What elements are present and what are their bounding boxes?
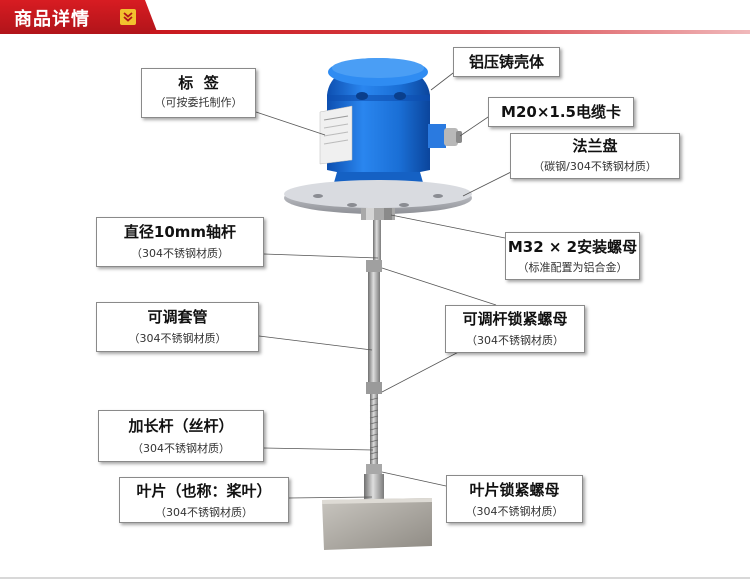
label-tag-sub: （可按委托制作） (154, 96, 243, 109)
label-mounting-nut-sub: （标准配置为铝合金） (517, 261, 628, 274)
label-sleeve: 可调套管 （304不锈钢材质） (96, 302, 259, 352)
label-tag: 标 签 （可按委托制作） (141, 68, 256, 118)
header-title: 商品详情 (14, 9, 90, 30)
label-housing: 铝压铸壳体 (453, 47, 560, 77)
label-blade-nut-sub: （304不锈钢材质） (465, 505, 564, 518)
label-shaft-title: 直径10mm轴杆 (123, 223, 237, 241)
label-flange-title: 法兰盘 (572, 137, 618, 155)
threaded-rod (369, 394, 379, 464)
shaft-10mm (373, 220, 381, 260)
label-flange-sub: （碳钢/304不锈钢材质） (533, 160, 657, 173)
flange-plate (284, 180, 472, 214)
label-extension-rod-sub: （304不锈钢材质） (132, 442, 230, 455)
section-header: 商品详情 (0, 0, 750, 34)
label-blade-sub: （304不锈钢材质） (155, 506, 253, 519)
leader-lines (255, 59, 516, 499)
label-tag-title: 标 签 (178, 74, 219, 92)
label-lock-nut-title: 可调杆锁紧螺母 (462, 310, 568, 328)
label-blade-nut-title: 叶片锁紧螺母 (469, 481, 560, 499)
label-lock-nut-sub: （304不锈钢材质） (466, 334, 564, 347)
label-extension-rod: 加长杆（丝杆） （304不锈钢材质） (98, 410, 264, 462)
label-sleeve-sub: （304不锈钢材质） (128, 332, 227, 345)
label-mounting-nut-title: M32 × 2安装螺母 (507, 238, 638, 256)
paddle-blade (322, 498, 432, 550)
label-housing-title: 铝压铸壳体 (468, 53, 544, 71)
label-cable-gland: M20×1.5电缆卡 (488, 97, 634, 127)
label-shaft: 直径10mm轴杆 （304不锈钢材质） (96, 217, 264, 267)
nameplate-label (319, 105, 353, 165)
double-chevron-down-icon (120, 9, 136, 25)
label-lock-nut: 可调杆锁紧螺母 （304不锈钢材质） (445, 305, 585, 353)
bottom-divider (0, 577, 750, 579)
label-flange: 法兰盘 （碳钢/304不锈钢材质） (510, 133, 680, 179)
aluminium-housing (327, 58, 430, 186)
label-mounting-nut: M32 × 2安装螺母 （标准配置为铝合金） (505, 232, 640, 280)
adjustable-sleeve (366, 260, 382, 394)
label-extension-rod-title: 加长杆（丝杆） (128, 417, 234, 435)
mounting-nut (361, 208, 395, 220)
label-blade-title: 叶片（也称：桨叶） (136, 482, 272, 500)
header-underline (150, 30, 750, 34)
label-blade-nut: 叶片锁紧螺母 （304不锈钢材质） (446, 475, 583, 523)
label-shaft-sub: （304不锈钢材质） (131, 247, 229, 260)
label-cable-gland-title: M20×1.5电缆卡 (501, 103, 621, 121)
label-blade: 叶片（也称：桨叶） （304不锈钢材质） (119, 477, 289, 523)
label-sleeve-title: 可调套管 (147, 308, 208, 326)
cable-gland (428, 124, 462, 148)
blade-lock-nut (364, 464, 384, 504)
